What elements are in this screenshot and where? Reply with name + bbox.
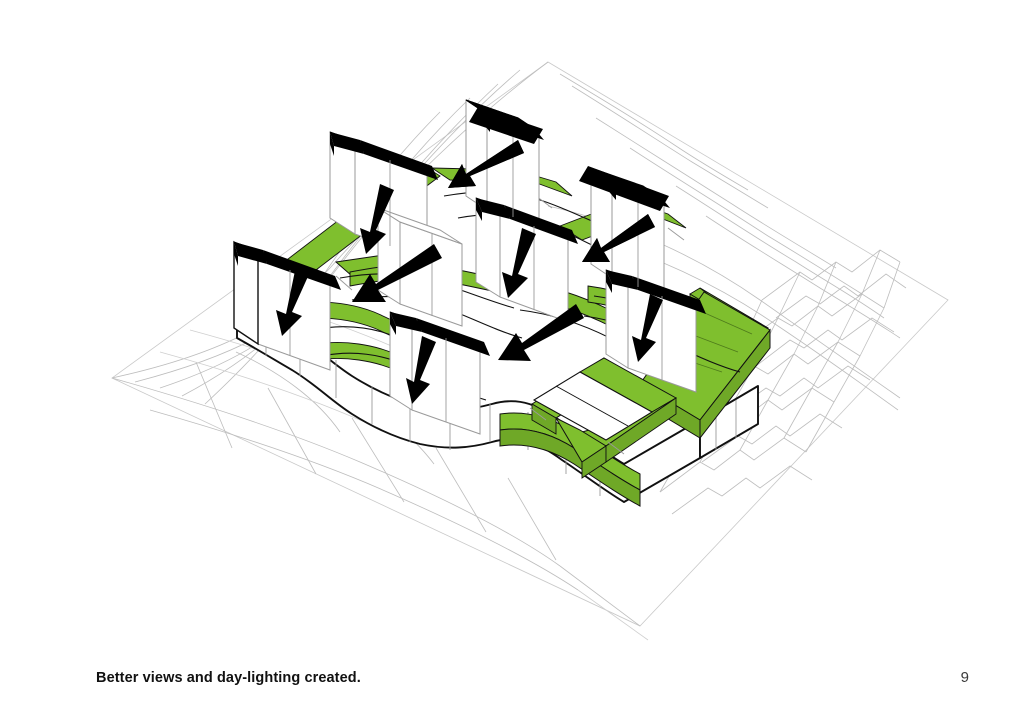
arrow-overlay xyxy=(448,140,655,262)
roof-bars xyxy=(469,107,669,211)
arrow-5 xyxy=(632,294,663,362)
arrow-2 xyxy=(360,184,394,254)
building-block-6 xyxy=(389,311,490,435)
arrow-3 xyxy=(406,336,436,404)
arrow-4 xyxy=(502,228,536,298)
arrow-1 xyxy=(276,266,310,336)
building-block-5 xyxy=(475,197,578,323)
arrow-9 xyxy=(498,304,584,361)
page-number: 9 xyxy=(960,669,969,686)
arrow-7 xyxy=(352,244,442,302)
diagram-caption: Better views and day-lighting created. xyxy=(96,670,361,686)
caption-bar: Better views and day-lighting created. 9 xyxy=(0,652,1024,724)
